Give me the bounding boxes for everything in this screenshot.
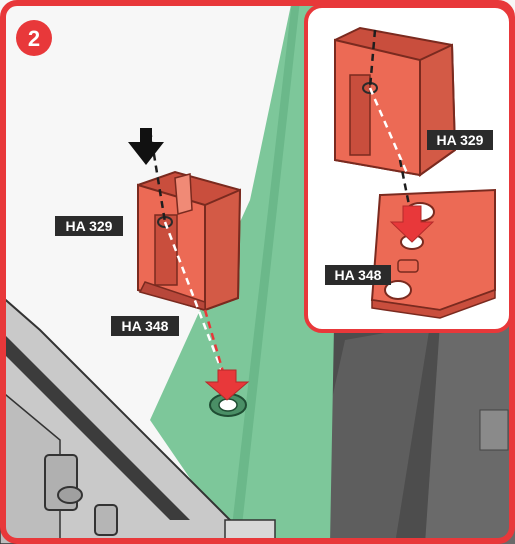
frame-knob: [58, 487, 82, 503]
label-ha348-main: HA 348: [122, 318, 169, 334]
main-part: [138, 172, 240, 310]
label-ha329-inset: HA 329: [437, 132, 484, 148]
mount-hole: [219, 399, 237, 411]
step-number: 2: [28, 26, 40, 51]
label-ha329-main: HA 329: [66, 218, 113, 234]
label-ha348-inset: HA 348: [335, 267, 382, 283]
frame-peg: [95, 505, 117, 535]
machine-bracket: [480, 410, 508, 450]
